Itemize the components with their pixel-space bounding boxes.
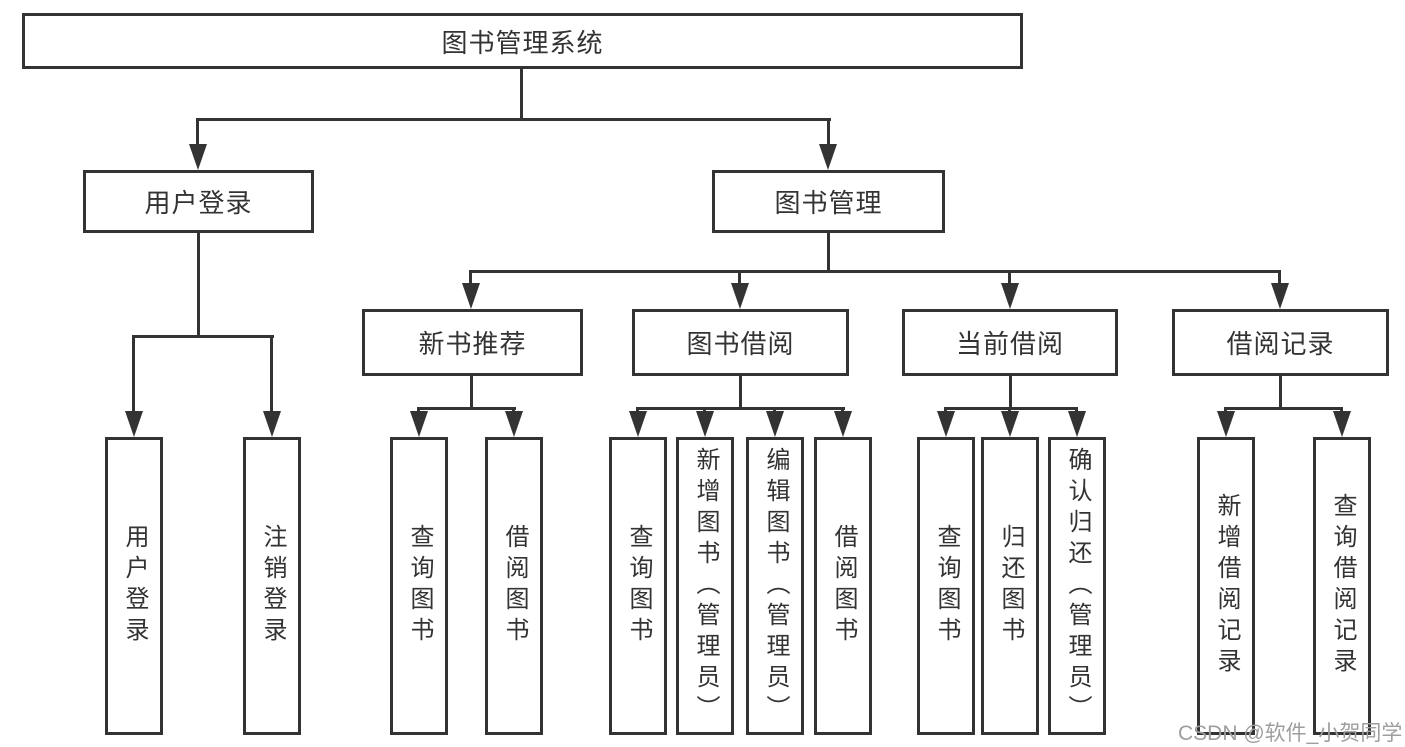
arrow-down-icon [937, 411, 955, 437]
arrow-down-icon [410, 411, 428, 437]
leaf-borrow-book-label: 借阅图书 [830, 524, 857, 648]
node-user-login-label: 用户登录 [144, 188, 253, 218]
leaf-return-book: 归还图书 [981, 437, 1039, 735]
leaf-current-query-book: 查询图书 [917, 437, 975, 735]
leaf-return-book-label: 归还图书 [997, 524, 1024, 648]
arrow-down-icon [189, 144, 207, 170]
leaf-borrow-query-book: 查询图书 [609, 437, 667, 735]
arrow-down-icon [819, 144, 837, 170]
node-borrow-records: 借阅记录 [1172, 309, 1389, 376]
connector-current-stem [1009, 375, 1012, 410]
arrow-down-icon [766, 411, 784, 437]
leaf-user-login-label: 用户登录 [121, 524, 148, 648]
leaf-query-borrow-record-label: 查询借阅记录 [1329, 493, 1356, 679]
leaf-confirm-return-admin-label: 确认归还（管理员） [1064, 446, 1091, 726]
connector-bookmgmt-stem [827, 232, 830, 273]
connector-userlogin-stem [197, 232, 200, 338]
arrow-down-icon [731, 283, 749, 309]
leaf-newbooks-query-book-label: 查询图书 [406, 524, 433, 648]
leaf-logout-label: 注销登录 [259, 524, 286, 648]
node-book-borrow: 图书借阅 [632, 309, 849, 376]
connector-bookmgmt-drop [469, 270, 472, 286]
connector-newbooks-bar [417, 407, 516, 410]
leaf-query-borrow-record: 查询借阅记录 [1313, 437, 1371, 735]
connector-newbooks-drop [417, 407, 420, 414]
arrow-down-icon [1333, 411, 1351, 437]
leaf-add-book-admin: 新增图书（管理员） [676, 437, 734, 735]
connector-current-drop [944, 407, 947, 414]
arrow-down-icon [263, 411, 281, 437]
connector-current-bar [944, 407, 1078, 410]
node-book-management: 图书管理 [712, 170, 945, 233]
node-new-book-recommend-label: 新书推荐 [418, 329, 527, 359]
connector-bookmgmt-bar [469, 270, 1281, 273]
connector-current-drop [1075, 407, 1078, 414]
arrow-down-icon [1068, 411, 1086, 437]
node-current-borrow: 当前借阅 [902, 309, 1118, 376]
node-user-login: 用户登录 [83, 170, 314, 233]
leaf-edit-book-admin: 编辑图书（管理员） [746, 437, 804, 735]
leaf-borrow-book: 借阅图书 [814, 437, 872, 735]
leaf-confirm-return-admin: 确认归还（管理员） [1048, 437, 1106, 735]
connector-userlogin-drop [132, 335, 135, 413]
arrow-down-icon [1271, 283, 1289, 309]
connector-borrow-drop [703, 407, 706, 414]
leaf-add-borrow-record-label: 新增借阅记录 [1213, 493, 1240, 679]
leaf-newbooks-borrow-book: 借阅图书 [485, 437, 543, 735]
connector-bookmgmt-drop [1278, 270, 1281, 286]
arrow-down-icon [505, 411, 523, 437]
node-root: 图书管理系统 [22, 13, 1023, 69]
node-current-borrow-label: 当前借阅 [955, 329, 1064, 359]
node-book-management-label: 图书管理 [774, 188, 883, 218]
leaf-user-login: 用户登录 [105, 437, 163, 735]
connector-borrow-bar [636, 407, 845, 410]
connector-newbooks-stem [470, 375, 473, 410]
node-borrow-records-label: 借阅记录 [1226, 329, 1335, 359]
csdn-watermark: CSDN @软件_小贺同学 [1178, 722, 1403, 745]
connector-userlogin-drop [270, 335, 273, 413]
leaf-add-book-admin-label: 新增图书（管理员） [692, 446, 719, 726]
leaf-edit-book-admin-label: 编辑图书（管理员） [762, 446, 789, 726]
node-new-book-recommend: 新书推荐 [362, 309, 583, 376]
arrow-down-icon [125, 411, 143, 437]
leaf-newbooks-query-book: 查询图书 [390, 437, 448, 735]
arrow-down-icon [696, 411, 714, 437]
connector-records-bar [1224, 407, 1343, 410]
connector-borrow-drop [773, 407, 776, 414]
connector-newbooks-drop [512, 407, 515, 414]
connector-root-right-drop [827, 118, 830, 148]
arrow-down-icon [834, 411, 852, 437]
arrow-down-icon [1001, 411, 1019, 437]
connector-records-drop [1340, 407, 1343, 414]
node-book-borrow-label: 图书借阅 [686, 329, 795, 359]
connector-records-stem [1279, 375, 1282, 410]
connector-borrow-drop [841, 407, 844, 414]
leaf-logout: 注销登录 [243, 437, 301, 735]
arrow-down-icon [629, 411, 647, 437]
leaf-add-borrow-record: 新增借阅记录 [1197, 437, 1255, 735]
leaf-current-query-book-label: 查询图书 [933, 524, 960, 648]
connector-bookmgmt-drop [738, 270, 741, 286]
leaf-borrow-query-book-label: 查询图书 [625, 524, 652, 648]
connector-root-stem [520, 68, 523, 121]
connector-current-drop [1008, 407, 1011, 414]
connector-borrow-stem [739, 375, 742, 410]
leaf-newbooks-borrow-book-label: 借阅图书 [501, 524, 528, 648]
arrow-down-icon [1001, 283, 1019, 309]
arrow-down-icon [462, 283, 480, 309]
connector-borrow-drop [636, 407, 639, 414]
connector-root-left-drop [196, 118, 199, 148]
connector-root-bar [196, 118, 831, 121]
connector-bookmgmt-drop [1008, 270, 1011, 286]
arrow-down-icon [1217, 411, 1235, 437]
connector-records-drop [1224, 407, 1227, 414]
node-root-label: 图书管理系统 [441, 27, 604, 58]
connector-userlogin-bar [132, 335, 274, 338]
